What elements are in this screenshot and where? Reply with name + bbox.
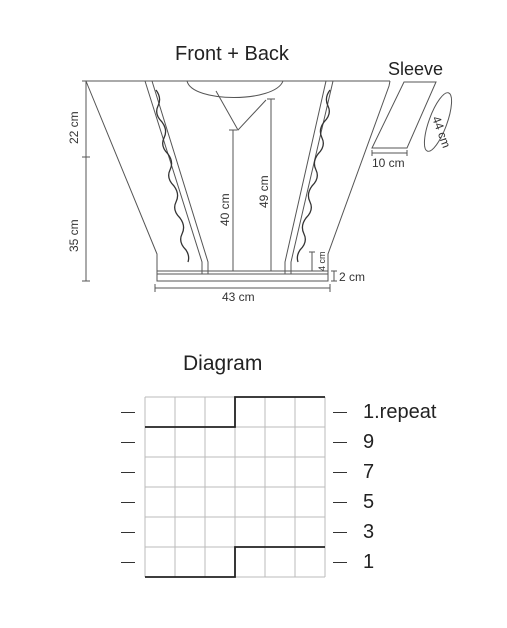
chart-step-line xyxy=(145,396,325,428)
sleeve-title: Sleeve xyxy=(388,59,444,79)
row-marker-right xyxy=(333,472,347,473)
row-label: 3 xyxy=(363,521,375,543)
center-length-label: 49 cm xyxy=(257,175,271,208)
bottom-width-label: 43 cm xyxy=(222,290,255,304)
row-marker-right xyxy=(333,502,347,503)
left-outer-edge xyxy=(85,80,158,274)
row-marker-left xyxy=(121,502,135,503)
bottom-band xyxy=(156,270,329,282)
row-marker-right xyxy=(333,562,347,563)
neck-depth-label: 40 cm xyxy=(218,193,232,226)
right-ruffle xyxy=(296,89,331,263)
left-front-edge-outer xyxy=(144,80,203,274)
sleeve-length-label: 44 cm xyxy=(429,114,453,150)
right-front-edge-inner xyxy=(290,80,334,274)
sleeve-shape xyxy=(371,81,437,149)
chart-step-line xyxy=(145,546,325,578)
right-outer-edge xyxy=(327,80,391,274)
row-marker-right xyxy=(333,442,347,443)
row-label: 1.repeat xyxy=(363,401,437,423)
row-label: 7 xyxy=(363,461,375,483)
bottom-band-label: 2 cm xyxy=(339,270,365,284)
lower-height-label: 35 cm xyxy=(67,219,81,252)
row-marker-left xyxy=(121,562,135,563)
row-marker-left xyxy=(121,442,135,443)
sleeve-width-label: 10 cm xyxy=(372,156,405,170)
knitting-chart-grid xyxy=(144,396,326,578)
upper-height-label: 22 cm xyxy=(67,111,81,144)
row-marker-right xyxy=(333,532,347,533)
row-marker-left xyxy=(121,532,135,533)
left-front-edge-inner xyxy=(151,80,209,274)
row-marker-right xyxy=(333,412,347,413)
diagram-title: Diagram xyxy=(183,352,263,375)
row-label: 5 xyxy=(363,491,375,513)
front-back-title: Front + Back xyxy=(175,43,289,65)
back-neck-curve xyxy=(186,80,284,98)
front-v-neck xyxy=(215,90,267,131)
sleeve-cuff-ellipse xyxy=(423,92,453,152)
hem-band-label: 4 cm xyxy=(317,251,327,271)
row-label: 9 xyxy=(363,431,375,453)
row-label: 1 xyxy=(363,551,375,573)
left-ruffle xyxy=(155,89,190,263)
row-marker-left xyxy=(121,412,135,413)
row-marker-left xyxy=(121,472,135,473)
right-front-edge-outer xyxy=(284,80,327,274)
